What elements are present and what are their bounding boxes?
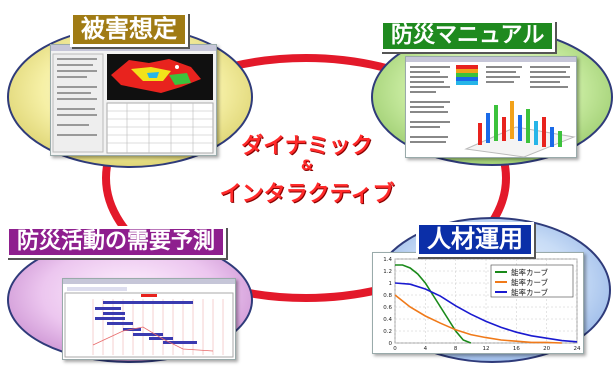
legend-label: 能率カーブ — [511, 267, 549, 277]
y-tick-label: 1.4 — [383, 257, 392, 263]
center-line-2: & — [300, 158, 314, 174]
staff-label: 人材運用 — [416, 222, 534, 257]
x-tick-label: 24 — [574, 346, 581, 352]
y-tick-label: 1.2 — [383, 269, 392, 275]
manual-screenshot — [405, 56, 577, 158]
y-tick-label: 0.6 — [383, 305, 392, 311]
damage-screenshot — [50, 44, 217, 156]
series-line-2 — [394, 294, 562, 344]
y-tick-label: 0.8 — [383, 293, 392, 299]
y-tick-label: 0.2 — [383, 329, 392, 335]
demand-label: 防災活動の需要予測 — [6, 226, 227, 259]
y-tick-label: 0 — [389, 341, 393, 347]
x-tick-label: 0 — [393, 346, 397, 352]
y-tick-label: 1 — [389, 281, 393, 287]
x-tick-label: 20 — [543, 346, 550, 352]
legend-label: 能率カーブ — [511, 287, 549, 297]
manual-label: 防災マニュアル — [380, 20, 556, 53]
series-line-3 — [394, 282, 578, 343]
x-tick-label: 8 — [454, 346, 458, 352]
series-line-1 — [395, 264, 472, 344]
x-tick-label: 4 — [424, 346, 428, 352]
connecting-ring — [102, 54, 510, 302]
x-tick-label: 12 — [483, 346, 490, 352]
y-tick-label: 0.4 — [383, 317, 392, 323]
center-line-1: ダイナミック — [241, 134, 373, 159]
center-line-3: インタラクティブ — [219, 182, 395, 207]
damage-label: 被害想定 — [70, 12, 188, 47]
x-tick-label: 16 — [513, 346, 520, 352]
legend-label: 能率カーブ — [511, 277, 549, 287]
demand-screenshot — [62, 278, 236, 360]
